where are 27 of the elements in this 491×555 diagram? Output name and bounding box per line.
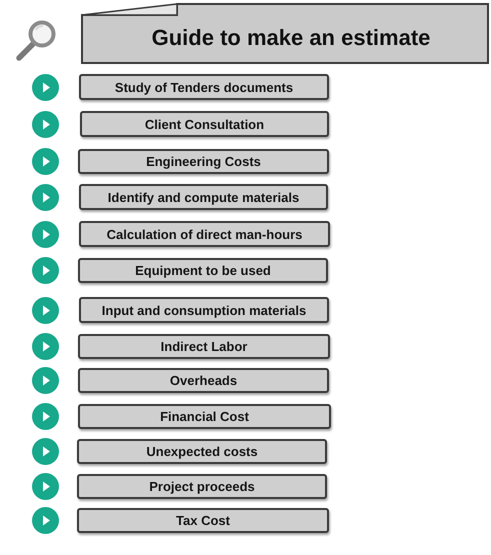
step-box xyxy=(77,508,329,533)
step-label: Engineering Costs xyxy=(146,154,261,169)
step-box xyxy=(79,184,328,210)
step-box xyxy=(78,404,331,429)
step-label: Unexpected costs xyxy=(146,444,258,459)
step-box xyxy=(78,368,329,393)
step-box xyxy=(78,149,329,174)
step-box xyxy=(77,474,327,499)
step-label: Equipment to be used xyxy=(135,263,271,278)
step-label: Indirect Labor xyxy=(160,339,248,354)
step-label: Overheads xyxy=(170,373,238,388)
step-box xyxy=(79,297,329,323)
step-box xyxy=(78,258,328,283)
step-label: Financial Cost xyxy=(160,409,249,424)
step-label: Calculation of direct man-hours xyxy=(106,226,302,242)
step-box xyxy=(79,74,329,100)
step-box xyxy=(78,334,330,359)
step-label: Input and consumption materials xyxy=(102,302,306,318)
step-label: Client Consultation xyxy=(144,116,264,132)
title-heading: Guide to make an estimate xyxy=(152,24,430,50)
step-box xyxy=(77,439,327,464)
step-label: Project proceeds xyxy=(149,479,255,494)
step-label: Study of Tenders documents xyxy=(114,80,294,94)
step-box xyxy=(80,111,329,137)
step-box xyxy=(79,221,330,247)
step-label: Identify and compute materials xyxy=(108,190,300,204)
step-label: Tax Cost xyxy=(176,513,230,528)
